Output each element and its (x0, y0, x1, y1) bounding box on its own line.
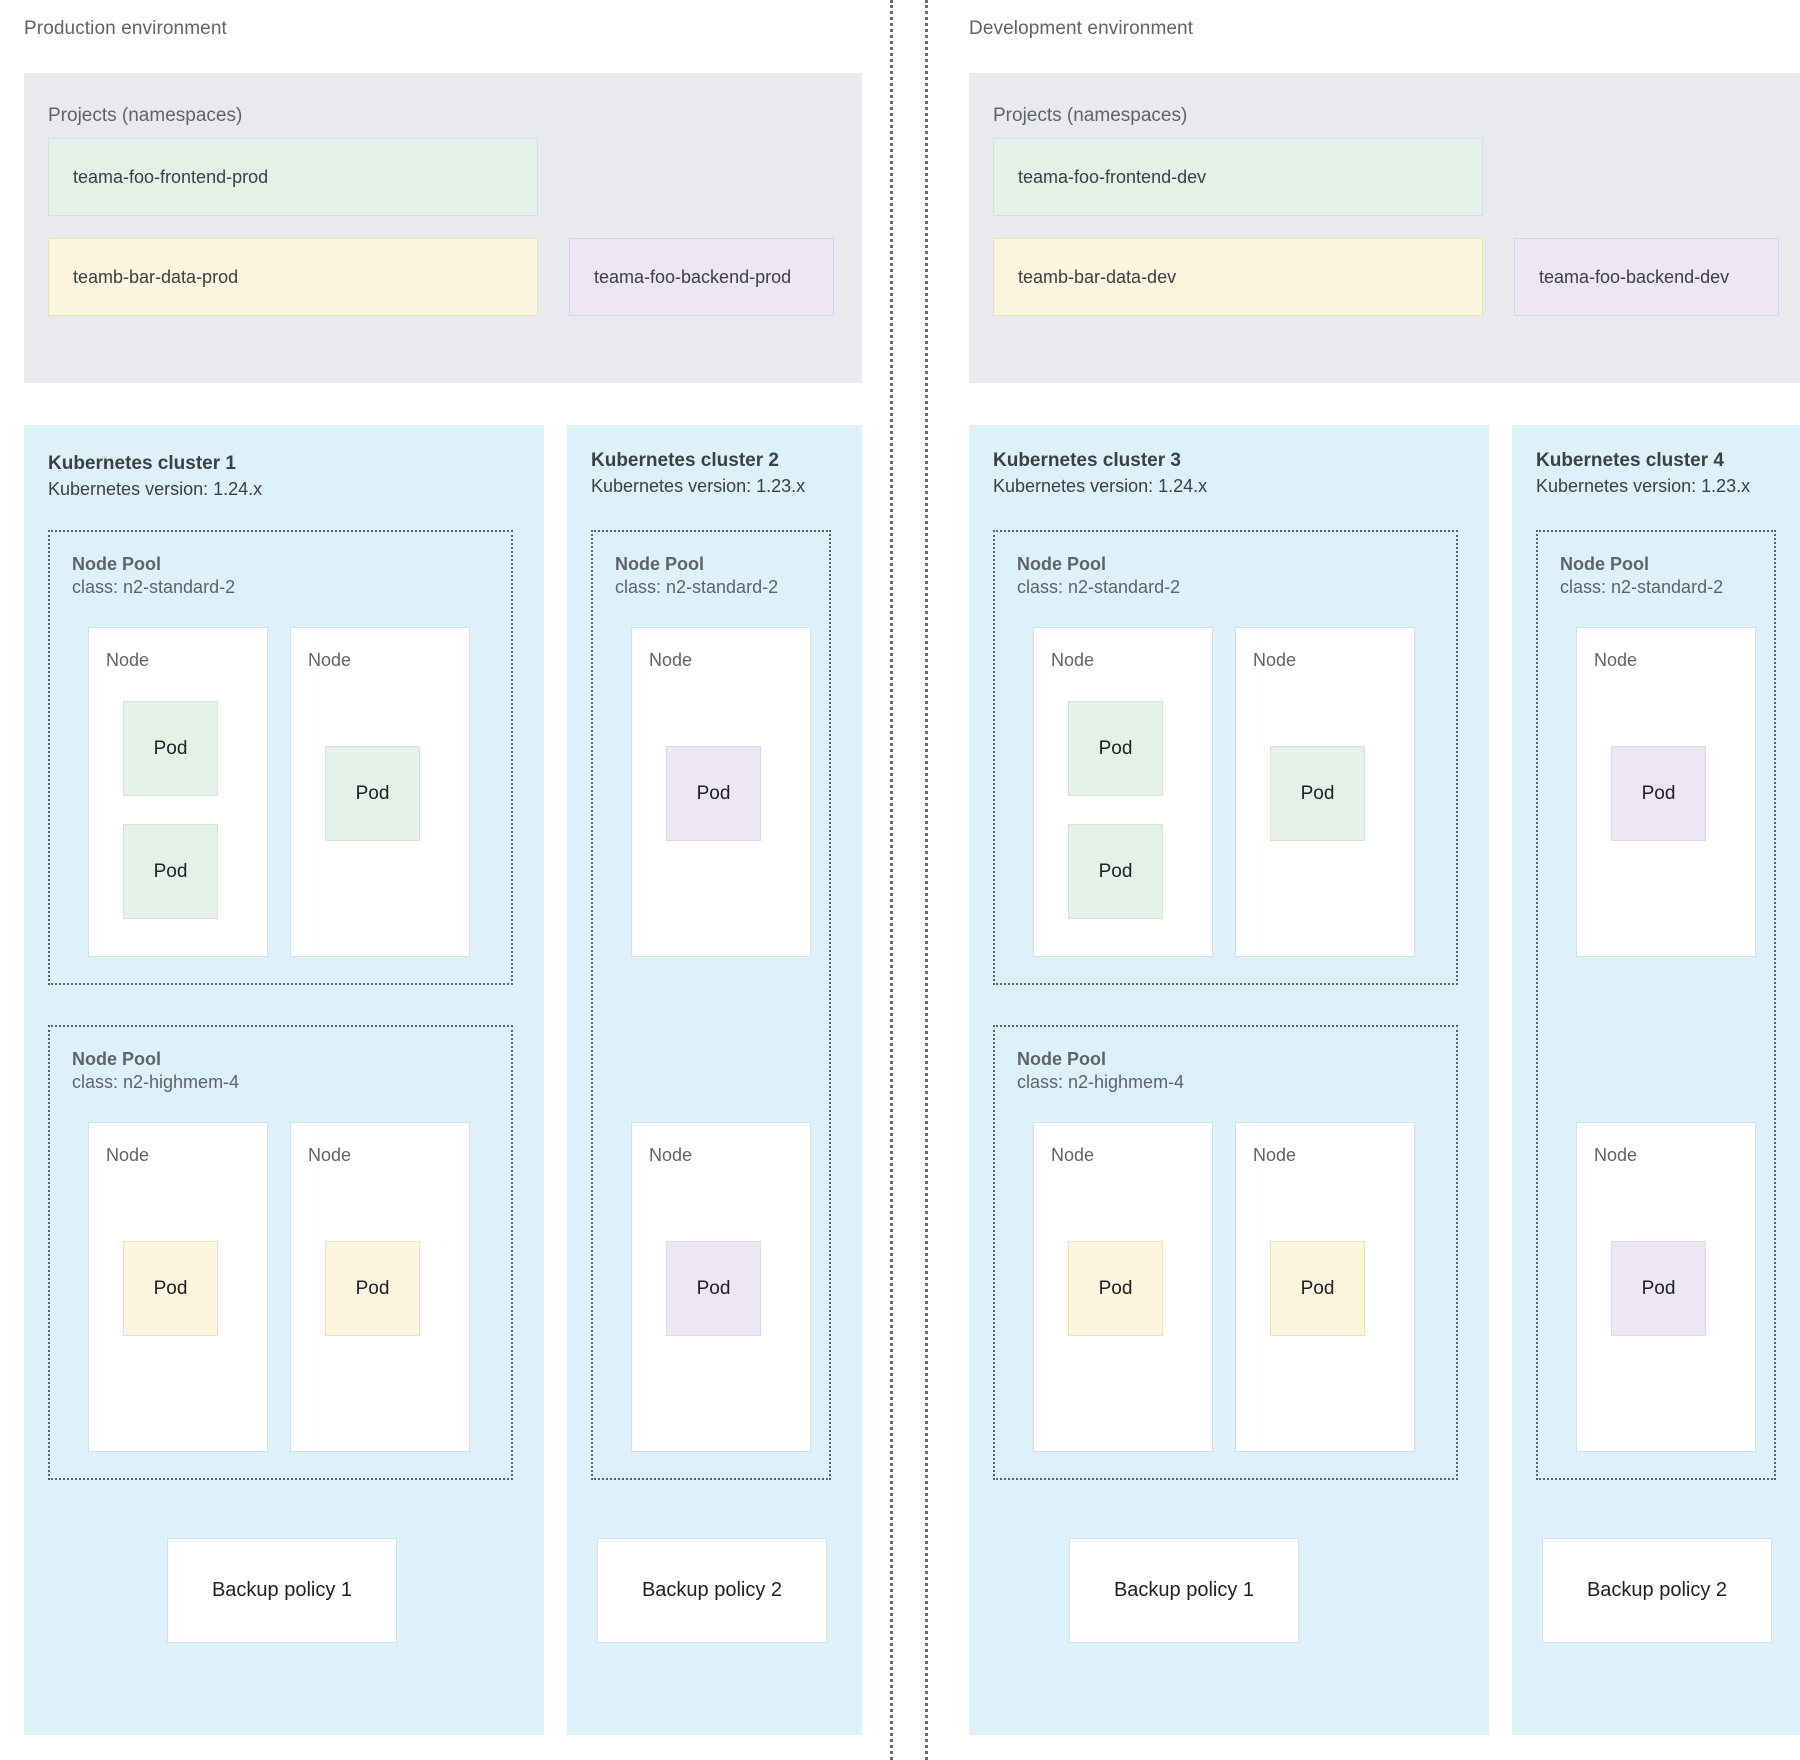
node-box[interactable]: Node Pod (1033, 1122, 1213, 1452)
node-label: Node (1253, 1145, 1297, 1165)
node-pool-class: class: n2-standard-2 (72, 577, 236, 597)
node-label: Node (106, 1145, 150, 1165)
node-label: Node (1594, 650, 1638, 670)
node-pool-title: Node Pool (1017, 1049, 1106, 1069)
node-box[interactable]: Node Pod (631, 1122, 811, 1452)
node-box[interactable]: Node Pod Pod (1033, 627, 1213, 957)
node-box[interactable]: Node Pod Pod (88, 627, 268, 957)
projects-title: Projects (namespaces) (48, 105, 243, 126)
pod-box[interactable]: Pod (666, 1241, 761, 1336)
node-pool-class: class: n2-standard-2 (1017, 577, 1181, 597)
environment-title: Development environment (969, 18, 1194, 39)
node-pool[interactable]: Node Pool class: n2-standard-2 Node Pod … (1536, 530, 1776, 1480)
kubernetes-cluster-1[interactable]: Kubernetes cluster 1 Kubernetes version:… (24, 425, 544, 1735)
node-pool-title: Node Pool (1560, 554, 1649, 574)
pod-box[interactable]: Pod (1068, 824, 1163, 919)
node-pool-title: Node Pool (615, 554, 704, 574)
pod-box[interactable]: Pod (1270, 1241, 1365, 1336)
backup-policy-box[interactable]: Backup policy 1 (1069, 1538, 1299, 1643)
node-pool[interactable]: Node Pool class: n2-standard-2 Node Pod … (993, 530, 1458, 985)
kubernetes-cluster-3[interactable]: Kubernetes cluster 3 Kubernetes version:… (969, 425, 1489, 1735)
node-label: Node (308, 1145, 352, 1165)
node-box[interactable]: Node Pod (1576, 627, 1756, 957)
namespace-box[interactable]: teama-foo-backend-dev (1514, 238, 1779, 316)
cluster-version: Kubernetes version: 1.24.x (993, 476, 1208, 496)
environment-development: Development environment Projects (namesp… (945, 0, 1800, 1760)
environment-title: Production environment (24, 18, 227, 39)
namespace-box[interactable]: teama-foo-frontend-dev (993, 138, 1483, 216)
node-pool[interactable]: Node Pool class: n2-highmem-4 Node Pod N… (993, 1025, 1458, 1480)
node-label: Node (1594, 1145, 1638, 1165)
node-label: Node (649, 650, 693, 670)
pod-box[interactable]: Pod (1611, 1241, 1706, 1336)
node-box[interactable]: Node Pod (1576, 1122, 1756, 1452)
pod-box[interactable]: Pod (1611, 746, 1706, 841)
namespace-box[interactable]: teamb-bar-data-dev (993, 238, 1483, 316)
node-box[interactable]: Node Pod (1235, 627, 1415, 957)
node-pool-class: class: n2-highmem-4 (72, 1072, 240, 1092)
backup-policy-box[interactable]: Backup policy 2 (597, 1538, 827, 1643)
node-box[interactable]: Node Pod (1235, 1122, 1415, 1452)
projects-title: Projects (namespaces) (993, 105, 1188, 126)
node-label: Node (308, 650, 352, 670)
node-label: Node (649, 1145, 693, 1165)
node-label: Node (1051, 1145, 1095, 1165)
node-pool-title: Node Pool (1017, 554, 1106, 574)
pod-box[interactable]: Pod (666, 746, 761, 841)
cluster-version: Kubernetes version: 1.23.x (591, 476, 806, 496)
cluster-title: Kubernetes cluster 3 (993, 450, 1181, 471)
namespace-box[interactable]: teama-foo-frontend-prod (48, 138, 538, 216)
pod-box[interactable]: Pod (325, 746, 420, 841)
node-box[interactable]: Node Pod (88, 1122, 268, 1452)
pod-box[interactable]: Pod (1068, 701, 1163, 796)
environment-divider-left (890, 0, 893, 1760)
backup-policy-box[interactable]: Backup policy 1 (167, 1538, 397, 1643)
pod-box[interactable]: Pod (123, 1241, 218, 1336)
node-label: Node (1253, 650, 1297, 670)
projects-namespaces-block: Projects (namespaces) teama-foo-frontend… (24, 73, 862, 383)
cluster-title: Kubernetes cluster 4 (1536, 450, 1724, 471)
node-box[interactable]: Node Pod (290, 627, 470, 957)
projects-namespaces-block: Projects (namespaces) teama-foo-frontend… (969, 73, 1800, 383)
kubernetes-cluster-4[interactable]: Kubernetes cluster 4 Kubernetes version:… (1512, 425, 1800, 1735)
pod-box[interactable]: Pod (123, 701, 218, 796)
pod-box[interactable]: Pod (325, 1241, 420, 1336)
node-pool[interactable]: Node Pool class: n2-highmem-4 Node Pod N… (48, 1025, 513, 1480)
node-pool-title: Node Pool (72, 554, 161, 574)
pod-box[interactable]: Pod (123, 824, 218, 919)
node-box[interactable]: Node Pod (631, 627, 811, 957)
node-pool[interactable]: Node Pool class: n2-standard-2 Node Pod … (591, 530, 831, 1480)
node-label: Node (1051, 650, 1095, 670)
environment-production: Production environment Projects (namespa… (0, 0, 870, 1760)
cluster-version: Kubernetes version: 1.23.x (1536, 476, 1751, 496)
backup-policy-box[interactable]: Backup policy 2 (1542, 1538, 1772, 1643)
pod-box[interactable]: Pod (1068, 1241, 1163, 1336)
node-label: Node (106, 650, 150, 670)
node-pool-class: class: n2-highmem-4 (1017, 1072, 1185, 1092)
pod-box[interactable]: Pod (1270, 746, 1365, 841)
node-box[interactable]: Node Pod (290, 1122, 470, 1452)
kubernetes-cluster-2[interactable]: Kubernetes cluster 2 Kubernetes version:… (567, 425, 862, 1735)
cluster-version: Kubernetes version: 1.24.x (48, 479, 263, 499)
environment-divider-right (925, 0, 928, 1760)
node-pool-class: class: n2-standard-2 (615, 577, 779, 597)
node-pool-title: Node Pool (72, 1049, 161, 1069)
cluster-title: Kubernetes cluster 2 (591, 450, 779, 471)
cluster-title: Kubernetes cluster 1 (48, 453, 236, 474)
namespace-box[interactable]: teamb-bar-data-prod (48, 238, 538, 316)
node-pool-class: class: n2-standard-2 (1560, 577, 1724, 597)
namespace-box[interactable]: teama-foo-backend-prod (569, 238, 834, 316)
node-pool[interactable]: Node Pool class: n2-standard-2 Node Pod … (48, 530, 513, 985)
